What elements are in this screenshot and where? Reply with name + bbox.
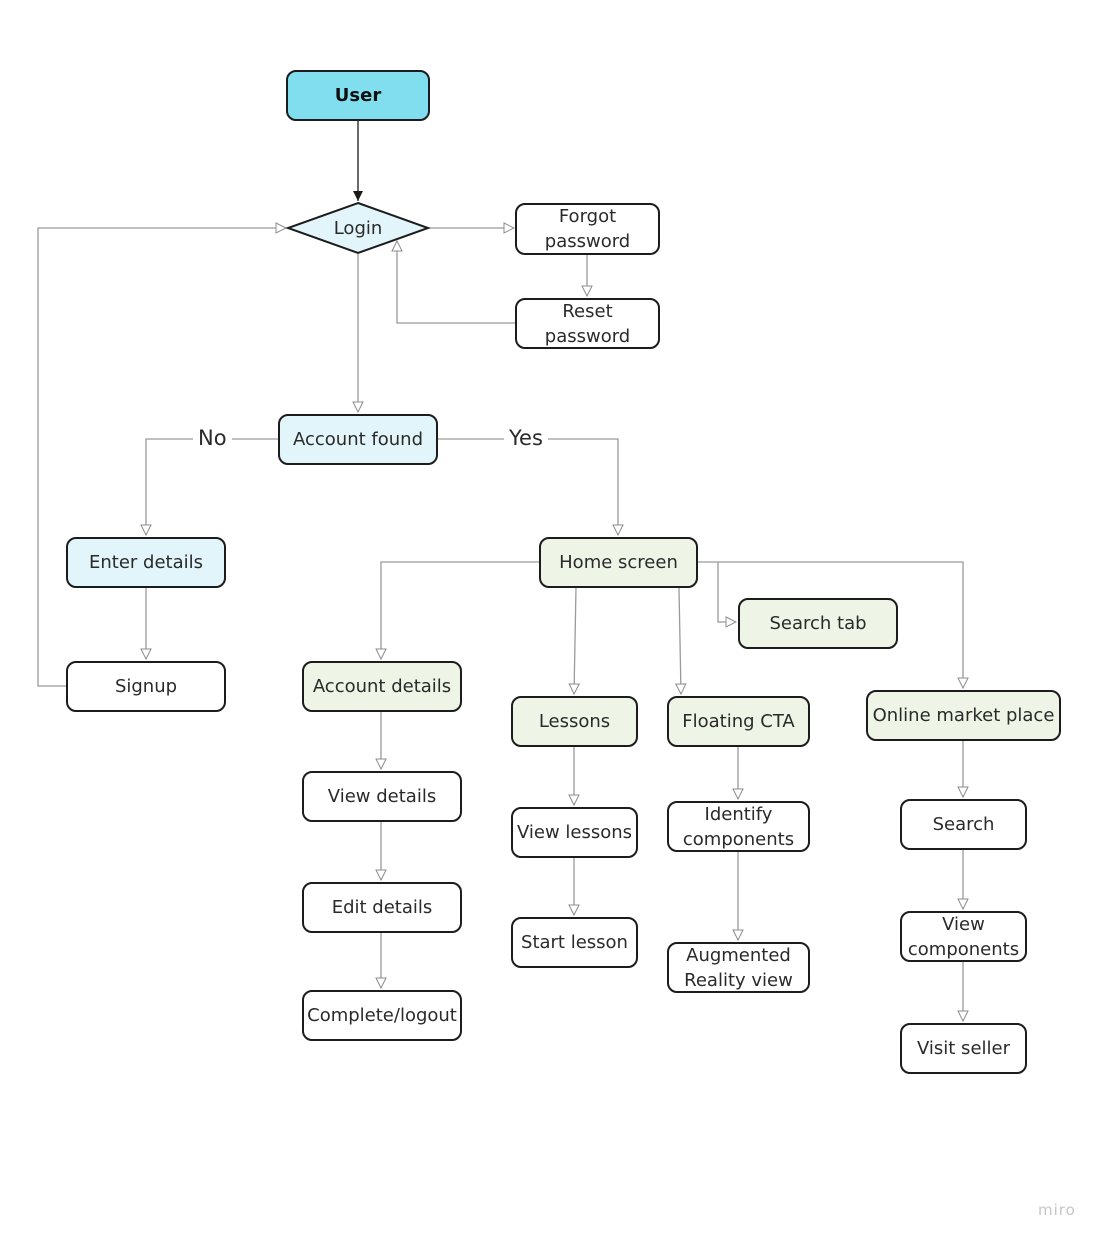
node-edit-details[interactable]: Edit details — [302, 882, 462, 933]
node-online-market-place[interactable]: Online market place — [866, 690, 1061, 741]
node-visit-seller[interactable]: Visit seller — [900, 1023, 1027, 1074]
edge-home-account-details — [381, 561, 539, 659]
node-floating-cta[interactable]: Floating CTA — [667, 696, 810, 747]
node-account-details[interactable]: Account details — [302, 661, 462, 712]
node-home-screen[interactable]: Home screen — [539, 537, 698, 588]
node-reset-password[interactable]: Reset password — [515, 298, 660, 349]
edge-account-found-yes — [438, 438, 618, 535]
edge-home-search-tab — [717, 562, 736, 622]
node-search-tab[interactable]: Search tab — [738, 598, 898, 649]
node-signup[interactable]: Signup — [66, 661, 226, 712]
miro-watermark: miro — [1038, 1201, 1076, 1219]
node-start-lesson[interactable]: Start lesson — [511, 917, 638, 968]
node-account-found[interactable]: Account found — [278, 414, 438, 465]
edge-reset-login — [397, 241, 515, 324]
node-identify-components[interactable]: Identify components — [667, 801, 810, 852]
edge-signup-login — [37, 228, 286, 687]
node-complete-logout[interactable]: Complete/logout — [302, 990, 462, 1041]
node-search[interactable]: Search — [900, 799, 1027, 850]
node-view-details[interactable]: View details — [302, 771, 462, 822]
node-augmented-reality-view[interactable]: Augmented Reality view — [667, 942, 810, 993]
login-decision-diamond — [285, 201, 431, 255]
node-forgot-password[interactable]: Forgot password — [515, 203, 660, 255]
edge-account-found-no — [146, 438, 278, 535]
edge-home-lessons — [574, 587, 576, 694]
node-user[interactable]: User — [286, 70, 430, 121]
node-enter-details[interactable]: Enter details — [66, 537, 226, 588]
edge-home-market — [698, 561, 963, 688]
edge-label-no: No — [193, 426, 232, 450]
edge-label-yes: Yes — [504, 426, 548, 450]
node-login[interactable]: Login — [333, 217, 383, 239]
node-lessons[interactable]: Lessons — [511, 696, 638, 747]
node-view-lessons[interactable]: View lessons — [511, 807, 638, 858]
node-view-components[interactable]: View components — [900, 911, 1027, 962]
edge-home-floating-cta — [679, 587, 681, 694]
